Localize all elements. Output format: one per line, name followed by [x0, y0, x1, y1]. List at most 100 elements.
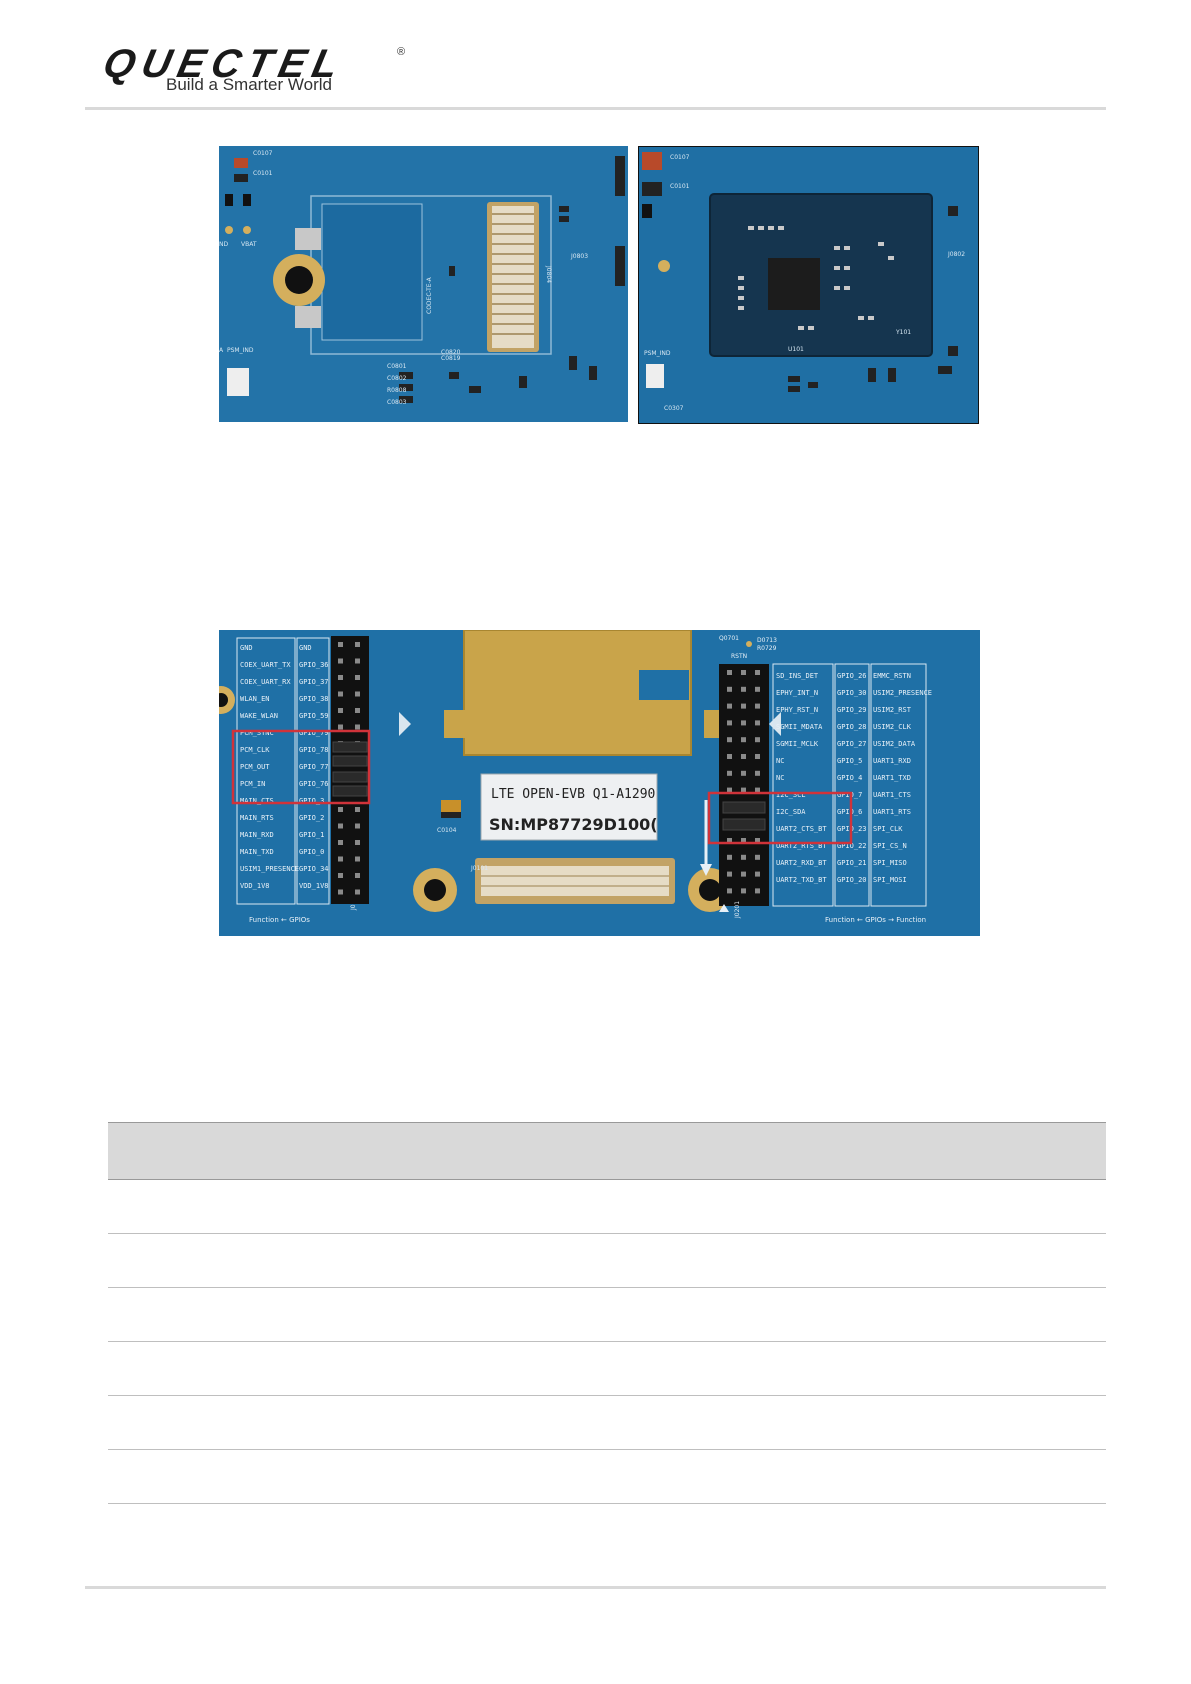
left-gpio-label: GPIO_36 — [299, 661, 329, 669]
right-header-pin — [755, 787, 760, 793]
logo-tagline: Build a Smarter World — [166, 75, 332, 94]
right-connector-label: J0201 — [734, 901, 741, 919]
right-function-label-alt: SPI_MISO — [873, 859, 907, 867]
right-function-label-alt: UART1_TXD — [873, 774, 911, 782]
table-cell — [108, 1395, 1106, 1450]
left-gpio-label: GPIO_37 — [299, 678, 329, 686]
label-rstn: RSTN — [731, 653, 747, 660]
right-header-pin — [741, 720, 746, 726]
left-header-pin — [338, 807, 343, 812]
left-function-label: WAKE_WLAN — [240, 712, 278, 720]
left-header-pin — [355, 708, 360, 713]
left-header-pin — [355, 856, 360, 862]
right-header-pin — [741, 670, 746, 675]
right-gpio-label: GPIO_6 — [837, 808, 862, 816]
label-q0701: Q0701 — [719, 635, 739, 642]
data-table — [108, 1122, 1106, 1504]
table-row — [108, 1287, 1106, 1342]
table-row — [108, 1341, 1106, 1396]
label-c0101-right: C0101 — [670, 183, 690, 190]
right-gpio-label: GPIO_30 — [837, 689, 867, 697]
right-header-pin — [727, 854, 732, 860]
table-row — [108, 1179, 1106, 1234]
right-header-pin — [727, 737, 732, 743]
right-header-pin — [741, 871, 746, 877]
right-header-pin — [741, 754, 746, 759]
left-header-pin — [338, 873, 343, 878]
right-header-pin — [727, 754, 732, 759]
right-header-pin — [755, 737, 760, 743]
right-header-pin — [755, 670, 760, 675]
label-c0801: C0801 — [387, 363, 407, 370]
pcm-jumper-highlight — [231, 729, 371, 805]
label-j0803: J0803 — [570, 253, 588, 260]
right-header-pin — [727, 720, 732, 726]
board-label-line2: SN:MP87729D100( — [489, 815, 658, 834]
right-header-pin — [727, 686, 732, 692]
table-cell — [108, 1179, 1106, 1234]
right-header-pin — [727, 787, 732, 793]
right-header-pin — [755, 838, 760, 843]
right-function-label-alt: SPI_CS_N — [873, 842, 907, 850]
label-y101: Y101 — [895, 329, 911, 336]
table-row — [108, 1395, 1106, 1450]
left-header-pin — [355, 823, 360, 829]
left-function-label: MAIN_CTS — [240, 797, 274, 805]
pcb-photo-codec-mounted: C0107 C0101 PSM_IND J0802 C0307 U101 Y10… — [638, 146, 979, 424]
left-header-pin — [355, 889, 360, 895]
left-header-pin — [355, 873, 360, 878]
table-cell — [108, 1287, 1106, 1342]
right-header-pin — [755, 754, 760, 759]
right-function-label: SGMII_MCLK — [776, 740, 819, 748]
table-cell — [108, 1341, 1106, 1396]
evb-board-photo: LTE OPEN-EVB Q1-A1290 SN:MP87729D100( C0… — [219, 630, 980, 936]
right-gpio-label: GPIO_22 — [837, 842, 867, 850]
right-gpio-label: GPIO_26 — [837, 672, 867, 680]
right-gpio-label: GPIO_4 — [837, 774, 862, 782]
right-function-label: I2C_SDA — [776, 808, 806, 816]
left-function-label: MAIN_RTS — [240, 814, 274, 822]
label-a: A — [219, 347, 224, 354]
right-function-label-alt: UART1_RTS — [873, 808, 911, 816]
table-header-cell — [108, 1122, 1106, 1180]
right-header-pin — [727, 888, 732, 894]
left-header-pin — [355, 691, 360, 697]
left-function-label: PCM_IN — [240, 780, 265, 788]
label-r0808: R0808 — [387, 387, 407, 394]
left-header-footer: Function ← GPIOs — [249, 916, 310, 924]
table-cell — [108, 1233, 1106, 1288]
right-header-pin — [755, 888, 760, 894]
right-gpio-label: GPIO_28 — [837, 723, 867, 731]
right-gpio-label: GPIO_21 — [837, 859, 867, 867]
left-gpio-label: GPIO_34 — [299, 865, 329, 873]
right-function-label-alt: EMMC_RSTN — [873, 672, 911, 680]
left-gpio-label: GPIO_59 — [299, 712, 329, 720]
left-gpio-label: GPIO_1 — [299, 831, 324, 839]
left-header-pin — [355, 658, 360, 664]
right-header-pin — [741, 838, 746, 843]
left-header-pin — [338, 675, 343, 680]
label-nd: ND — [219, 241, 228, 248]
left-header-pin — [355, 724, 360, 730]
right-gpio-label: GPIO_29 — [837, 706, 867, 714]
right-function-label: NC — [776, 774, 784, 782]
left-function-label: COEX_UART_RX — [240, 678, 291, 686]
right-header-pin — [741, 854, 746, 860]
label-r0729: R0729 — [757, 645, 777, 652]
label-c0104: C0104 — [437, 827, 457, 834]
pcb-photo-codec-socket: C0107 C0101 ND VBAT A PSM_IND CODEC-TE-A… — [219, 146, 628, 422]
left-header-pin — [338, 889, 343, 895]
label-c0819: C0819 — [441, 355, 461, 362]
label-c0107: C0107 — [253, 150, 273, 157]
right-header-pin — [727, 838, 732, 843]
table-row — [108, 1449, 1106, 1504]
left-header-pin — [338, 823, 343, 829]
right-gpio-label: GPIO_20 — [837, 876, 867, 884]
label-j0804: J0804 — [545, 265, 552, 283]
label-c0307: C0307 — [664, 405, 684, 412]
label-u101: U101 — [788, 346, 804, 353]
left-header-pin — [355, 807, 360, 812]
left-header-pin — [338, 840, 343, 845]
label-psm-ind: PSM_IND — [227, 347, 254, 354]
right-header-pin — [727, 670, 732, 675]
